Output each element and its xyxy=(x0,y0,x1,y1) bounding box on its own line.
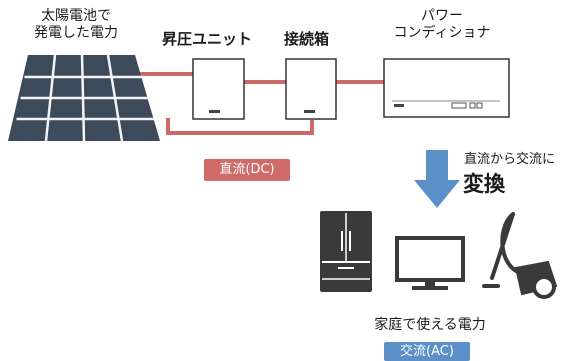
solar-power-label: 太陽電池で 発電した電力 xyxy=(6,8,146,42)
booster-unit-icon xyxy=(192,58,245,120)
refrigerator-icon xyxy=(320,211,372,292)
solar-power-label-line1: 太陽電池で xyxy=(41,8,111,24)
junction-box-label: 接続箱 xyxy=(284,30,330,48)
solar-power-label-line2: 発電した電力 xyxy=(34,24,118,41)
power-conditioner-icon xyxy=(383,58,510,118)
conversion-strong-label: 変換 xyxy=(463,172,505,196)
junction-box-icon xyxy=(285,58,337,120)
booster-unit-label: 昇圧ユニット xyxy=(162,30,253,48)
dc-badge: 直流(DC) xyxy=(204,159,290,181)
solar-panel-icon xyxy=(8,54,160,142)
ac-badge: 交流(AC) xyxy=(384,342,470,361)
power-conditioner-label: パワー コンディショナ xyxy=(372,8,512,42)
tv-icon xyxy=(395,236,465,290)
power-conditioner-label-line2: コンディショナ xyxy=(393,24,491,41)
dc-wiring xyxy=(138,72,384,135)
power-conditioner-label-line1: パワー xyxy=(421,8,463,24)
conversion-label: 直流から交流に xyxy=(464,152,556,167)
household-power-label: 家庭で使える電力 xyxy=(374,317,486,333)
down-arrow-icon xyxy=(414,150,460,208)
vacuum-cleaner-icon xyxy=(482,212,558,299)
